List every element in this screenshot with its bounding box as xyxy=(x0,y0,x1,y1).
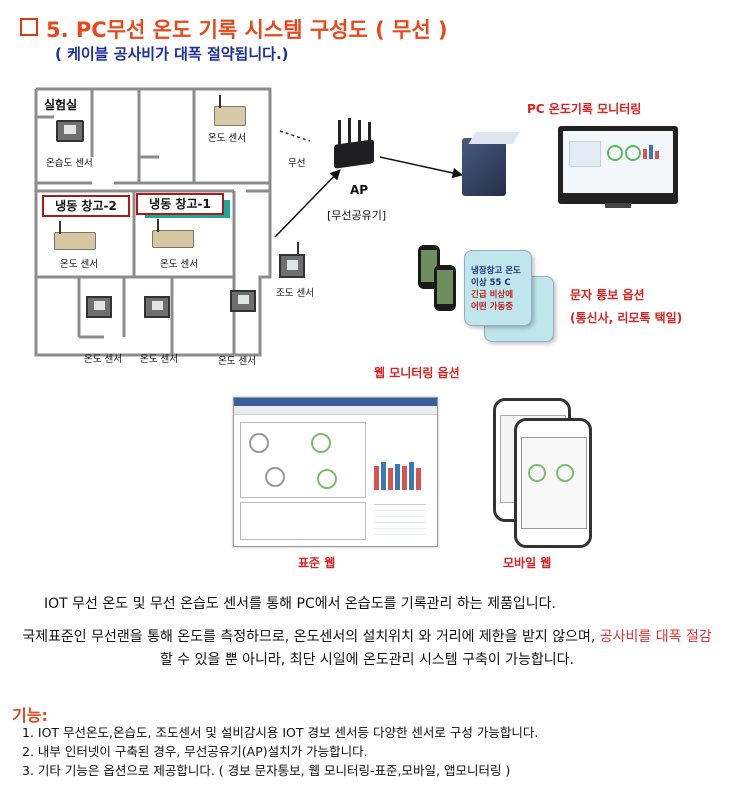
ap-router-icon xyxy=(330,118,378,170)
bottom-sensor-3-icon xyxy=(230,290,256,312)
functions-list: 1. IOT 무선온도,온습도, 조도센서 및 설비감시용 IOT 경보 센서등… xyxy=(22,723,538,780)
page-subtitle: ( 케이블 공사비가 대폭 절약됩니다.) xyxy=(55,45,289,63)
bottom-sensor-1-icon xyxy=(86,296,112,318)
freezer2-tag: 냉동 창고-2 xyxy=(42,195,130,217)
freezer1-tag: 냉동 창고-1 xyxy=(136,193,224,215)
sms-desc: (통신사, 리모톡 택일) xyxy=(570,311,683,325)
list-item: 2. 내부 인터넷이 구축된 경우, 무선공유기(AP)설치가 가능합니다. xyxy=(22,744,368,759)
pc-monitor-stand xyxy=(605,203,631,208)
sms-card-line-1: 냉장창고 온도 xyxy=(471,266,521,276)
bottom-sensor-2-label: 온도 센서 xyxy=(140,354,178,365)
standard-web-screenshot xyxy=(233,397,438,547)
web-monitoring-title: 웹 모니터링 옵션 xyxy=(374,366,460,380)
wireless-label: 무선 xyxy=(288,158,306,169)
functions-title: 기능: xyxy=(12,706,48,725)
network-arrows xyxy=(274,130,464,238)
bottom-sensor-3-label: 온도 센서 xyxy=(218,356,256,367)
sms-card-line-3: 긴급 비상에 xyxy=(471,290,514,300)
bottom-sensor-2-icon xyxy=(144,296,170,318)
freezer1-sensor-label: 온도 센서 xyxy=(160,259,198,270)
floor-plan xyxy=(34,87,282,357)
sms-card-line-4: 어떤 가동중 xyxy=(471,302,514,312)
list-item: 1. IOT 무선온도,온습도, 조도센서 및 설비감시용 IOT 경보 센서등… xyxy=(22,725,539,740)
sms-title: 문자 통보 옵션 xyxy=(570,288,645,302)
page-title: 5. PC무선 온도 기록 시스템 구성도 ( 무선 ) xyxy=(20,14,448,44)
humidity-sensor-icon xyxy=(56,120,84,142)
ap-desc: [무선공유기] xyxy=(327,209,387,222)
standard-web-label: 표준 웹 xyxy=(298,556,336,570)
description-paragraph: 국제표준인 무선랜을 통해 온도를 측정하므로, 온도센서의 설치위치 와 거리… xyxy=(22,629,712,668)
sms-phone-2-icon xyxy=(434,265,456,311)
freezer1-sensor-icon xyxy=(152,219,194,248)
bottom-sensor-1-label: 온도 센서 xyxy=(84,354,122,365)
freezer2-sensor-icon xyxy=(54,221,96,250)
pc-monitor-icon xyxy=(558,126,678,204)
mobile-web-label: 모바일 웹 xyxy=(503,556,552,570)
mobile-phone-front-icon xyxy=(514,418,592,548)
sms-card-line-2: 이상 55 C xyxy=(471,278,511,288)
freezer2-sensor-label: 온도 센서 xyxy=(60,259,98,270)
light-sensor-label: 조도 센서 xyxy=(276,288,314,299)
light-sensor-icon xyxy=(279,242,305,278)
sms-card-front: 냉장창고 온도 이상 55 C 긴급 비상에 어떤 가동중 xyxy=(464,250,532,326)
pc-tower-icon xyxy=(462,128,522,198)
pc-monitoring-label: PC 온도기록 모니터링 xyxy=(527,102,642,116)
floor-plan-walls xyxy=(34,87,272,357)
cost-saving-highlight: 공사비를 대폭 절감 xyxy=(599,629,712,645)
room2-sensor-label: 온도 센서 xyxy=(208,133,246,144)
checkbox-bullet-icon xyxy=(20,18,38,36)
temperature-sensor-icon xyxy=(214,95,246,126)
lab-sensor-label: 온습도 센서 xyxy=(46,158,93,169)
ap-label: AP xyxy=(350,183,369,197)
lab-title: 실험실 xyxy=(44,98,78,112)
description-line-1: IOT 무선 온도 및 무선 온습도 센서를 통해 PC에서 온습도를 기록관리… xyxy=(44,596,556,612)
list-item: 3. 기타 기능은 옵션으로 제공합니다. ( 경보 문자통보, 웹 모니터링-… xyxy=(22,763,511,778)
